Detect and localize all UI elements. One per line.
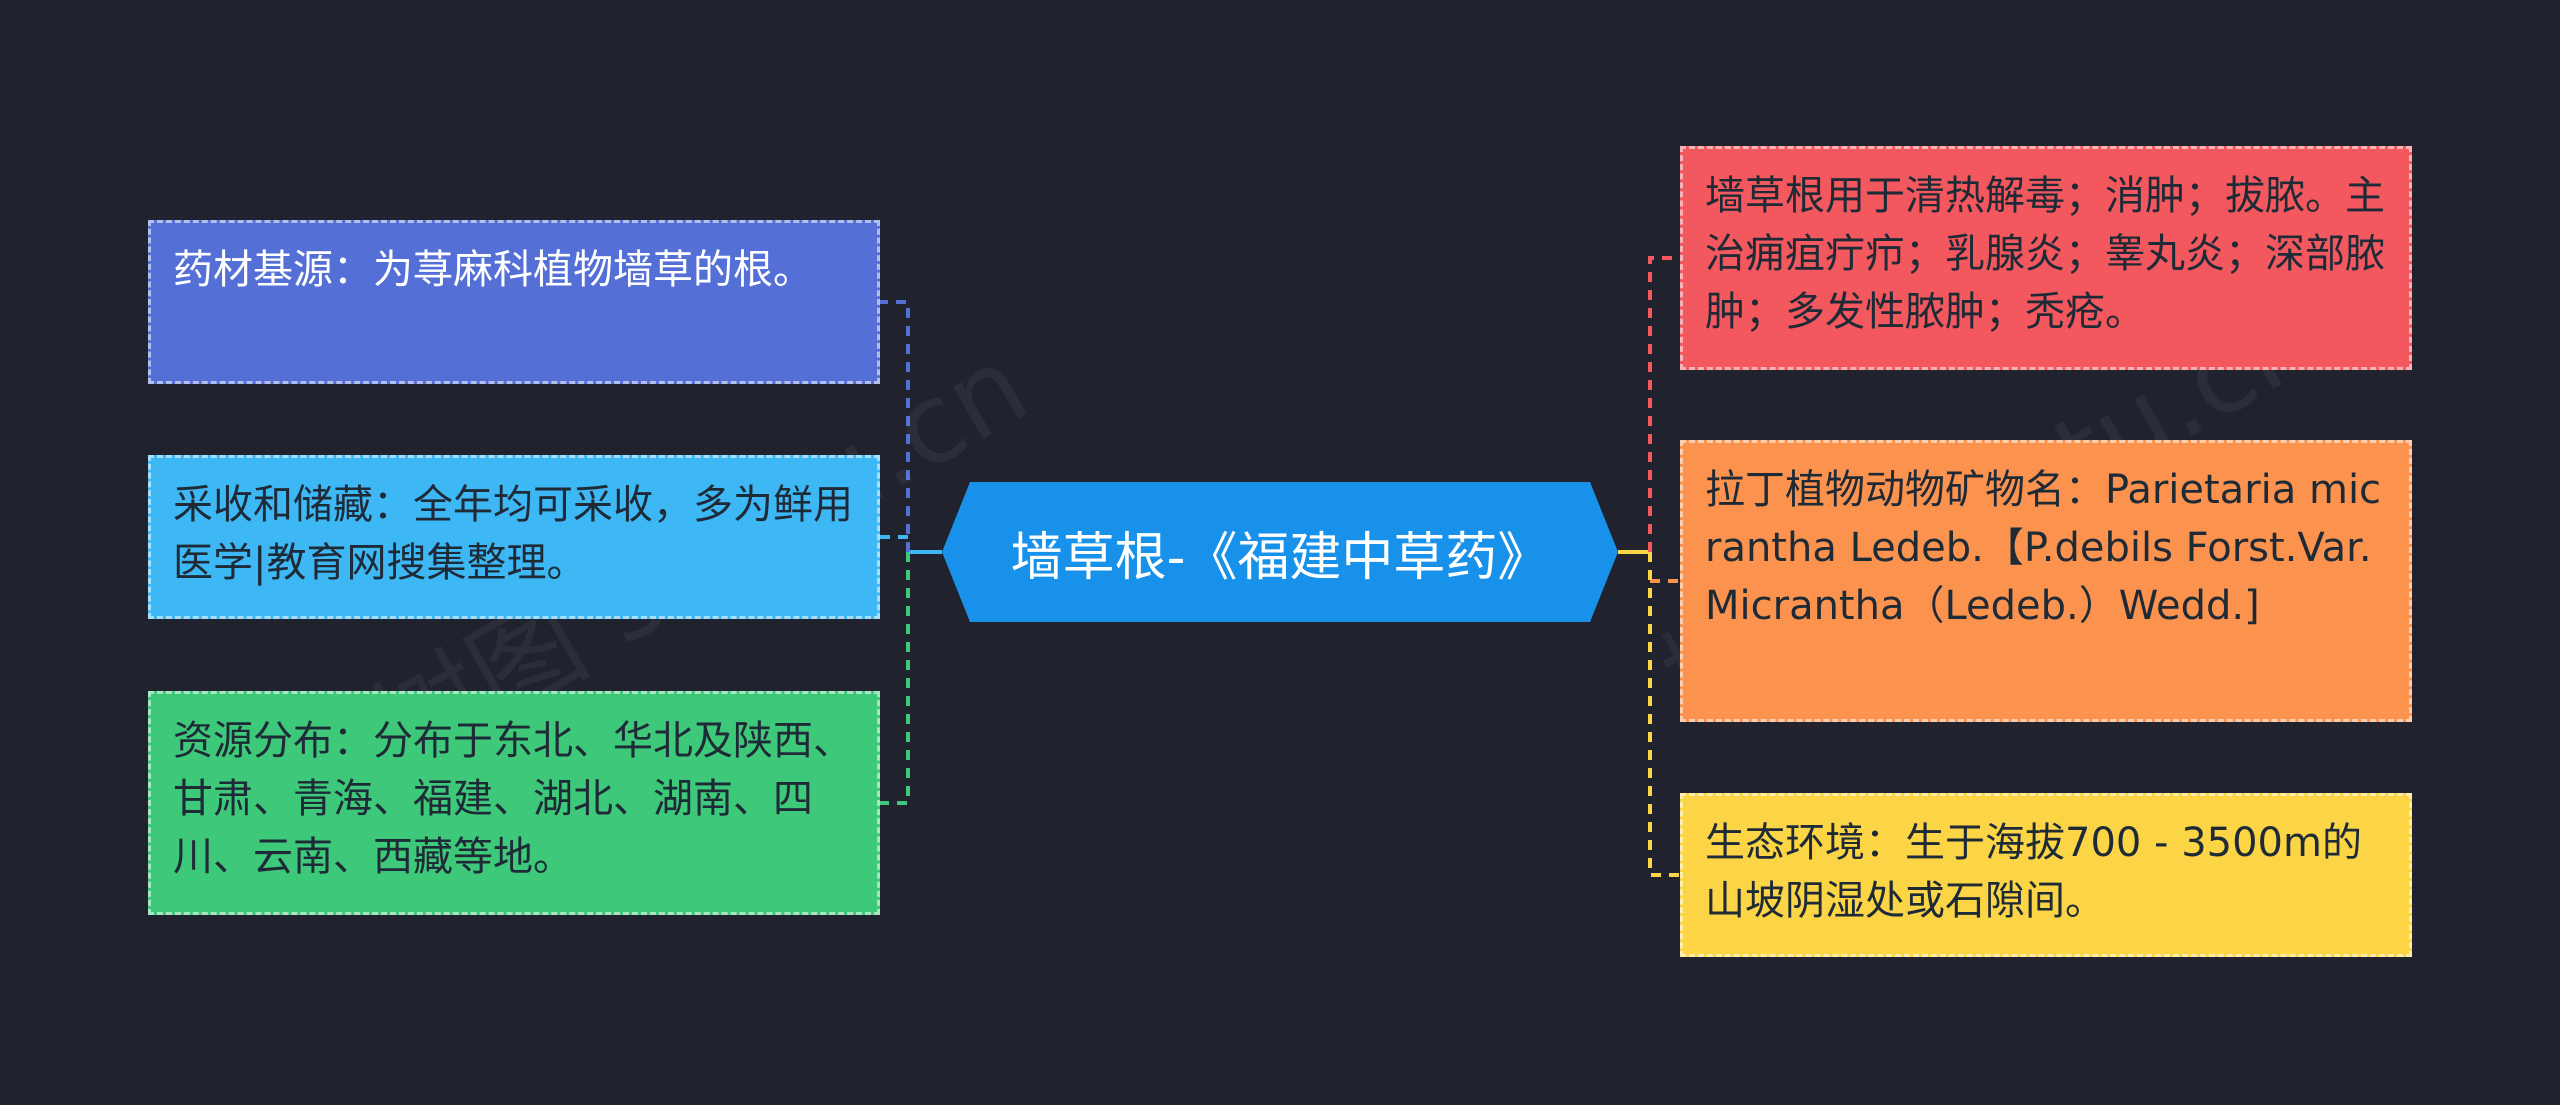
topic-distribution[interactable]: 资源分布：分布于东北、华北及陕西、甘肃、青海、福建、湖北、湖南、四川、云南、西藏… [148,691,880,915]
connector-right-3 [1648,552,1680,877]
topic-efficacy[interactable]: 墙草根用于清热解毒；消肿；拔脓。主治痈疽疔疖；乳腺炎；睾丸炎；深部脓肿；多发性脓… [1680,146,2412,370]
topic-habitat-text: 生态环境：生于海拔700 - 3500m的山坡阴湿处或石隙间。 [1705,820,2362,924]
topic-efficacy-text: 墙草根用于清热解毒；消肿；拔脓。主治痈疽疔疖；乳腺炎；睾丸炎；深部脓肿；多发性脓… [1705,173,2385,335]
topic-medicinal-source-text: 药材基源：为荨麻科植物墙草的根。 [173,247,813,293]
topic-latin-name[interactable]: 拉丁植物动物矿物名：Parietaria micrantha Ledeb.【P.… [1680,440,2412,722]
connector-right-1 [1648,256,1680,552]
central-topic[interactable]: 墙草根-《福建中草药》 [942,482,1618,622]
connector-left-3 [880,552,910,805]
topic-medicinal-source[interactable]: 药材基源：为荨麻科植物墙草的根。 [148,220,880,384]
central-topic-title: 墙草根-《福建中草药》 [1010,527,1550,588]
connector-left-1 [880,300,910,552]
topic-harvest-storage-text: 采收和储藏：全年均可采收，多为鲜用医学|教育网搜集整理。 [173,482,853,586]
topic-distribution-text: 资源分布：分布于东北、华北及陕西、甘肃、青海、福建、湖北、湖南、四川、云南、西藏… [173,718,853,880]
topic-harvest-storage[interactable]: 采收和储藏：全年均可采收，多为鲜用医学|教育网搜集整理。 [148,455,880,619]
topic-latin-name-text: 拉丁植物动物矿物名：Parietaria micrantha Ledeb.【P.… [1705,467,2382,629]
topic-habitat[interactable]: 生态环境：生于海拔700 - 3500m的山坡阴湿处或石隙间。 [1680,793,2412,957]
